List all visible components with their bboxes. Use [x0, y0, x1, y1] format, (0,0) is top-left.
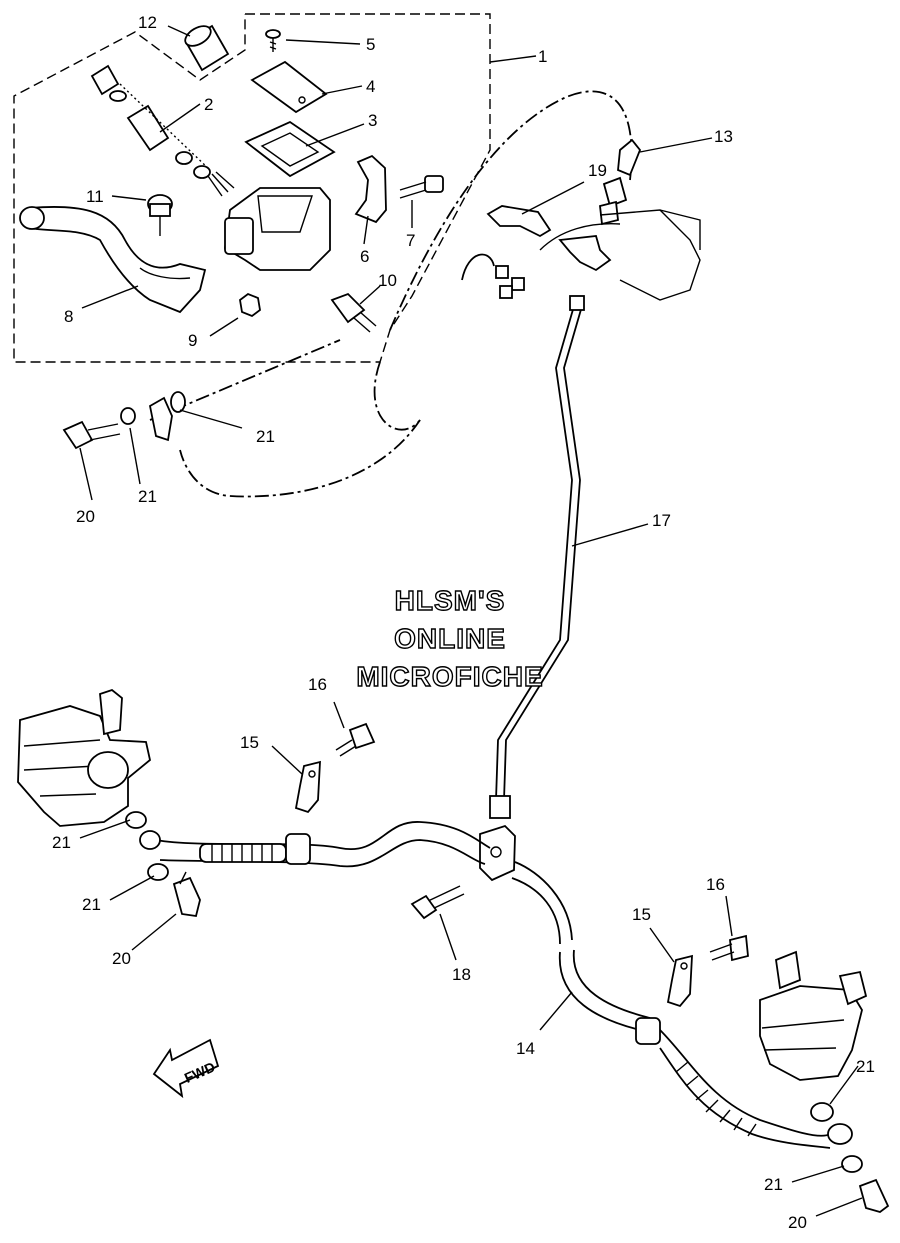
brake-joint: [410, 824, 516, 920]
callout-11: 11: [86, 187, 104, 206]
callout-5: 5: [366, 35, 375, 54]
left-caliper: [17, 688, 201, 918]
upper-banjo: [62, 391, 186, 450]
brake-hose-14: [511, 861, 831, 1149]
callout-19: 19: [588, 161, 607, 180]
clamp-bolt-left: [335, 722, 376, 757]
lever-nut: [239, 292, 261, 318]
brake-lever: [29, 205, 207, 314]
diaphragm: [244, 120, 336, 178]
callout-21-left-a: 21: [52, 833, 71, 852]
callout-4: 4: [366, 77, 375, 96]
callout-6: 6: [360, 247, 369, 266]
upper-banjo-bolt: [62, 420, 121, 450]
callout-20-right: 20: [788, 1213, 807, 1232]
holder-bolt: [399, 175, 444, 199]
callout-18: 18: [452, 965, 471, 984]
fwd-arrow-icon: FWD: [152, 1038, 220, 1099]
callout-17: 17: [652, 511, 671, 530]
brake-pipe-17: [489, 295, 585, 819]
callout-15-right: 15: [632, 905, 651, 924]
reservoir-cap: [250, 60, 328, 114]
callout-3: 3: [368, 111, 377, 130]
switch-wire: [461, 253, 525, 299]
callout-1: 1: [538, 47, 547, 66]
callout-21-right-b: 21: [764, 1175, 783, 1194]
right-caliper: [759, 950, 890, 1213]
callout-15-left: 15: [240, 733, 259, 752]
bracket-19: [486, 205, 552, 238]
brake-hose-13: [599, 138, 642, 226]
brake-switch: [330, 292, 377, 333]
callout-8: 8: [64, 307, 73, 326]
cap-screw: [265, 29, 281, 52]
handlebar-bracket: [539, 209, 701, 301]
hose-clamp-right: [666, 954, 693, 1008]
watermark-line-3: MICROFICHE: [356, 661, 543, 692]
left-banjo-bolt: [172, 871, 201, 918]
dust-boot: [184, 24, 230, 72]
callout-16-right: 16: [706, 875, 725, 894]
callout-labels: 1 2 3 4 5 6 7 8 9 10 11 12 13 14 15 15 1…: [52, 13, 875, 1232]
callout-2: 2: [204, 95, 213, 114]
clamp-bolt-right: [709, 934, 749, 962]
watermark: HLSM'S ONLINE MICROFICHE: [356, 584, 544, 692]
callout-9: 9: [188, 331, 197, 350]
assembly-boundary: [13, 13, 491, 363]
callout-21-left-b: 21: [82, 895, 101, 914]
callout-12: 12: [138, 13, 157, 32]
piston-kit: [90, 64, 235, 197]
right-banjo-bolt: [858, 1178, 890, 1213]
callout-16-left: 16: [308, 675, 327, 694]
callout-13: 13: [714, 127, 733, 146]
callout-14: 14: [516, 1039, 535, 1058]
callout-7: 7: [406, 231, 415, 250]
lever-pivot-bolt: [147, 194, 173, 236]
callout-20-top: 20: [76, 507, 95, 526]
holder: [354, 154, 387, 224]
callout-21-upper-right: 21: [256, 427, 275, 446]
master-hose-routing: [149, 90, 633, 498]
callout-20-left: 20: [112, 949, 131, 968]
callout-10: 10: [378, 271, 397, 290]
hose-clamp-left: [294, 760, 321, 814]
leader-lines: [79, 25, 863, 1217]
watermark-line-1: HLSM'S: [395, 585, 506, 616]
callout-21-right-a: 21: [856, 1057, 875, 1076]
brake-hose-left: [155, 821, 491, 868]
callout-21-upper-left: 21: [138, 487, 157, 506]
watermark-line-2: ONLINE: [394, 623, 506, 654]
master-cylinder-group: [19, 24, 444, 333]
joint-bolt: [410, 885, 465, 920]
